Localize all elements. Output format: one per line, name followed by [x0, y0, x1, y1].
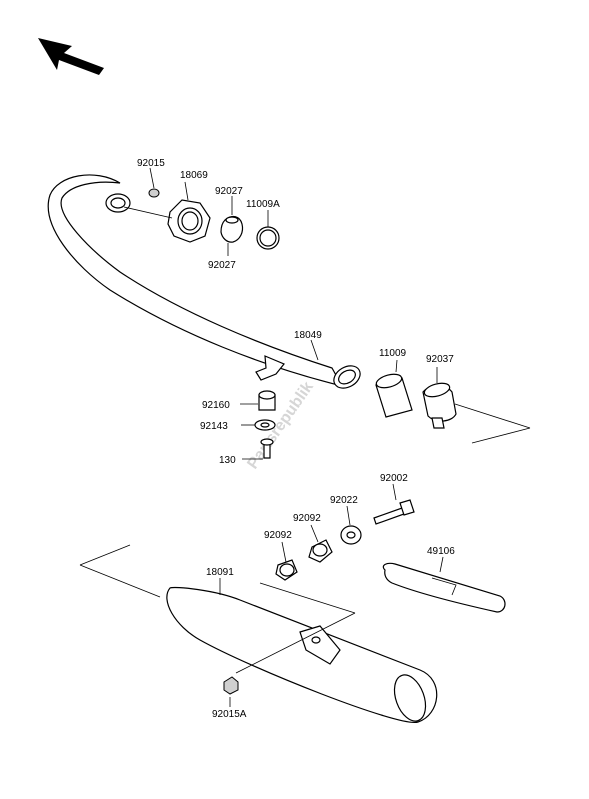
label-92015: 92015	[137, 158, 165, 169]
rubber-mount-lower	[275, 559, 298, 581]
collar-inner	[260, 422, 270, 428]
label-92002: 92002	[380, 473, 408, 484]
label-92027-bottom: 92027	[208, 260, 236, 271]
label-92027-top: 92027	[215, 186, 243, 197]
direction-arrow-icon	[38, 38, 104, 75]
gasket-sleeve	[375, 373, 413, 418]
header-pipe	[47, 174, 361, 389]
gasket-ring-inner	[259, 229, 277, 247]
label-49106: 49106	[427, 546, 455, 557]
flange	[167, 199, 211, 243]
label-18049: 18049	[294, 330, 322, 341]
nut	[148, 188, 160, 198]
rubber-damper	[258, 390, 276, 411]
label-92160: 92160	[202, 400, 230, 411]
bolt-130	[260, 438, 274, 459]
label-92015A: 92015A	[212, 709, 247, 720]
label-18091: 18091	[206, 567, 234, 578]
label-11009: 11009	[379, 348, 407, 359]
bolt-92002	[373, 499, 415, 525]
nut-92015A	[223, 676, 239, 695]
washer-inner	[346, 531, 356, 539]
muffler	[166, 586, 438, 723]
label-130: 130	[219, 455, 236, 466]
clamp	[422, 382, 457, 429]
label-92092-upper: 92092	[293, 513, 321, 524]
label-92092-lower: 92092	[264, 530, 292, 541]
label-92037: 92037	[426, 354, 454, 365]
leader-lines	[79, 167, 531, 707]
label-18069: 18069	[180, 170, 208, 181]
label-92143: 92143	[200, 421, 228, 432]
label-11009A: 11009A	[246, 199, 280, 210]
heat-guard	[382, 562, 506, 613]
clip	[220, 215, 244, 243]
label-92022: 92022	[330, 495, 358, 506]
rubber-mount-upper	[308, 539, 333, 563]
